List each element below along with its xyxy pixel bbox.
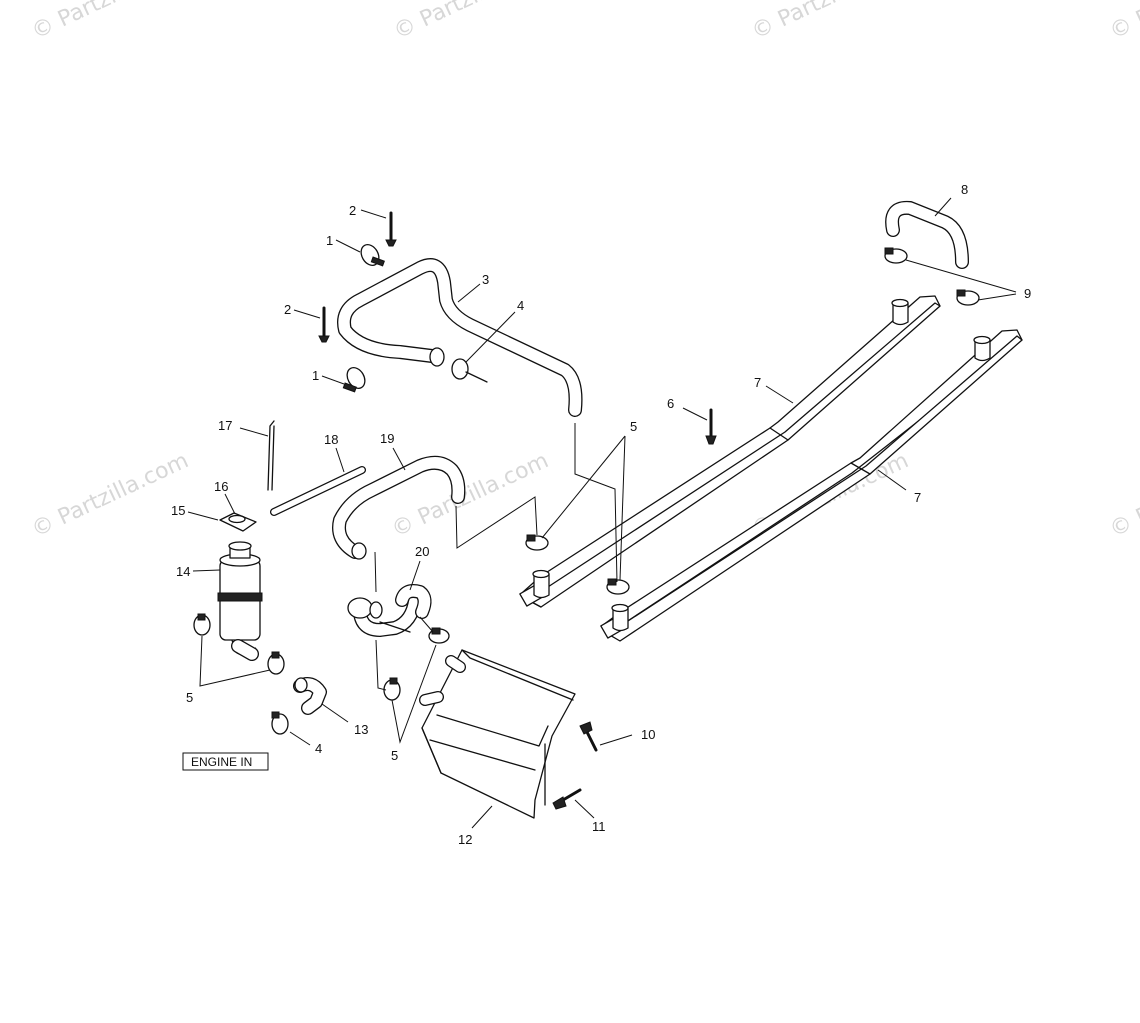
callout-1: 1 <box>312 368 319 383</box>
coolant-hose-upper[interactable] <box>337 258 583 417</box>
radiator-tube-lower[interactable] <box>600 329 1023 642</box>
coolant-hose-middle[interactable] <box>332 455 466 560</box>
callout-9: 9 <box>1024 286 1031 301</box>
fill-rod[interactable] <box>267 420 275 491</box>
nozzle <box>532 298 909 599</box>
callout-12: 12 <box>458 832 472 847</box>
callout-3: 3 <box>482 272 489 287</box>
callout-8: 8 <box>961 182 968 197</box>
nozzle <box>611 335 991 632</box>
bolt[interactable] <box>705 408 717 445</box>
callout-15: 15 <box>171 503 185 518</box>
hose-clamp[interactable] <box>956 289 980 306</box>
hose-clamp[interactable] <box>342 364 368 393</box>
hose-clamp[interactable] <box>267 651 285 675</box>
bolt[interactable] <box>318 306 330 343</box>
rivet[interactable] <box>552 788 582 810</box>
bolt[interactable] <box>385 211 397 247</box>
hose-clamp[interactable] <box>383 677 401 701</box>
hose-clamp[interactable] <box>271 711 289 735</box>
callout-5: 5 <box>186 690 193 705</box>
callout-20: 20 <box>415 544 429 559</box>
callout-6: 6 <box>667 396 674 411</box>
hose-clamp[interactable] <box>606 578 630 595</box>
leader-lines <box>187 197 1017 829</box>
radiator-cap[interactable] <box>219 512 257 532</box>
callout-14: 14 <box>176 564 190 579</box>
straight-tube[interactable] <box>270 466 366 516</box>
callout-1: 1 <box>326 233 333 248</box>
callout-2: 2 <box>349 203 356 218</box>
callout-4: 4 <box>517 298 524 313</box>
callout-labels: 2 1 3 2 4 1 8 9 7 6 5 7 17 18 19 16 15 1… <box>171 182 1031 847</box>
hose-clamp[interactable] <box>451 358 488 383</box>
callout-2: 2 <box>284 302 291 317</box>
hose-clamp[interactable] <box>884 247 908 264</box>
engine-in-text: ENGINE IN <box>191 755 252 769</box>
callout-5: 5 <box>391 748 398 763</box>
hose-clamp[interactable] <box>428 627 450 644</box>
elbow-hose[interactable] <box>347 584 432 637</box>
callout-5: 5 <box>630 419 637 434</box>
callout-13: 13 <box>354 722 368 737</box>
u-hose[interactable] <box>885 200 969 269</box>
hose-clamp[interactable] <box>525 534 549 551</box>
callout-7: 7 <box>914 490 921 505</box>
callout-18: 18 <box>324 432 338 447</box>
callout-17: 17 <box>218 418 232 433</box>
callout-4: 4 <box>315 741 322 756</box>
hose-clamp[interactable] <box>193 613 211 636</box>
callout-11: 11 <box>592 819 606 834</box>
callout-10: 10 <box>641 727 655 742</box>
callout-7: 7 <box>754 375 761 390</box>
hose-clamp[interactable] <box>358 241 385 268</box>
callout-16: 16 <box>214 479 228 494</box>
callout-19: 19 <box>380 431 394 446</box>
engine-in-label: ENGINE IN <box>182 752 269 771</box>
coolant-reservoir[interactable] <box>217 541 263 661</box>
rivet[interactable] <box>579 721 598 752</box>
heat-exchanger-panel[interactable] <box>419 649 576 819</box>
connection-lines <box>374 423 618 691</box>
small-elbow-hose[interactable] <box>293 677 327 715</box>
